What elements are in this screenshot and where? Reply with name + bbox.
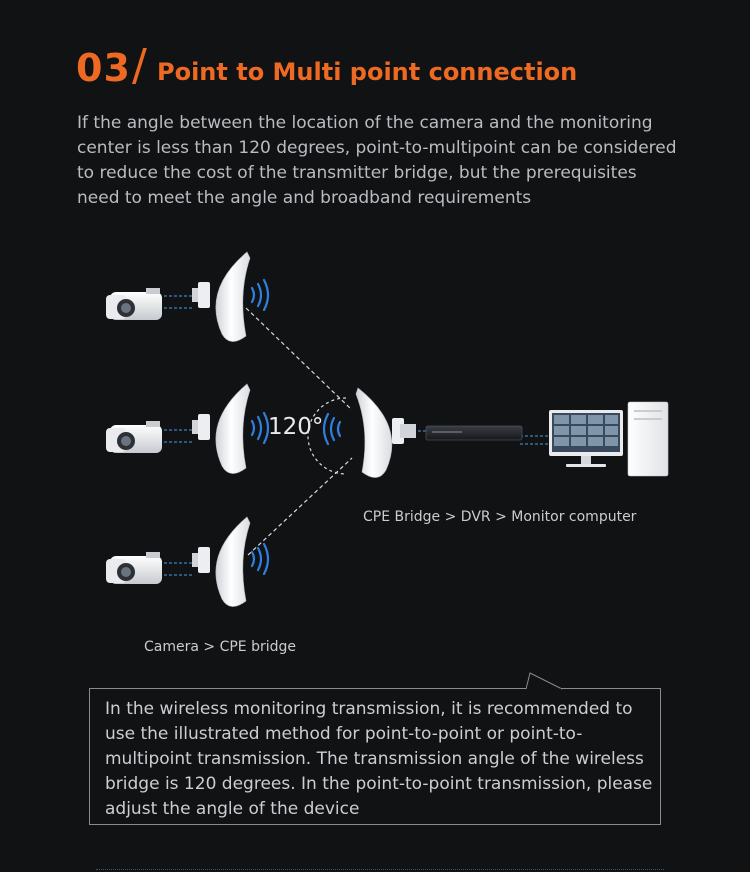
note-text: In the wireless monitoring transmission,…: [105, 699, 653, 819]
camera-icon: [106, 288, 162, 320]
cpe-bridge-icon: [192, 516, 251, 607]
network-diagram: 120° CPE Bridge > DVR > Monitor computer…: [0, 230, 750, 670]
link-line-bottom: [247, 457, 353, 556]
wifi-signal-icon: [250, 411, 270, 445]
wifi-signal-icon: [250, 278, 270, 312]
note-box: In the wireless monitoring transmission,…: [89, 672, 661, 825]
link-lines: [245, 307, 353, 556]
caption-bridge-dvr-monitor: CPE Bridge > DVR > Monitor computer: [363, 509, 637, 525]
camera-icon: [106, 421, 162, 453]
angle-label: 120°: [268, 414, 324, 440]
cpe-bridge-icon: [192, 251, 251, 342]
bottom-divider: [96, 869, 664, 870]
monitor-icon: [549, 410, 623, 467]
cpe-bridge-icon: [192, 383, 251, 474]
caption-camera-bridge: Camera > CPE bridge: [144, 639, 297, 655]
diagram-canvas: [106, 251, 669, 607]
section-title: Point to Multi point connection: [157, 58, 578, 86]
section-number: 03: [76, 46, 131, 90]
section-slash: /: [132, 40, 147, 91]
note-pointer: [526, 672, 563, 690]
dvr-icon: [425, 425, 523, 441]
wifi-signal-icon: [250, 542, 270, 576]
camera-icon: [106, 552, 162, 584]
pc-tower-icon: [627, 401, 669, 477]
wifi-signal-icon: [322, 412, 342, 446]
link-line-top: [245, 307, 353, 411]
angle-arc: [307, 397, 347, 475]
cpe-bridge-icon: [355, 387, 416, 478]
intro-paragraph: If the angle between the location of the…: [77, 113, 677, 208]
